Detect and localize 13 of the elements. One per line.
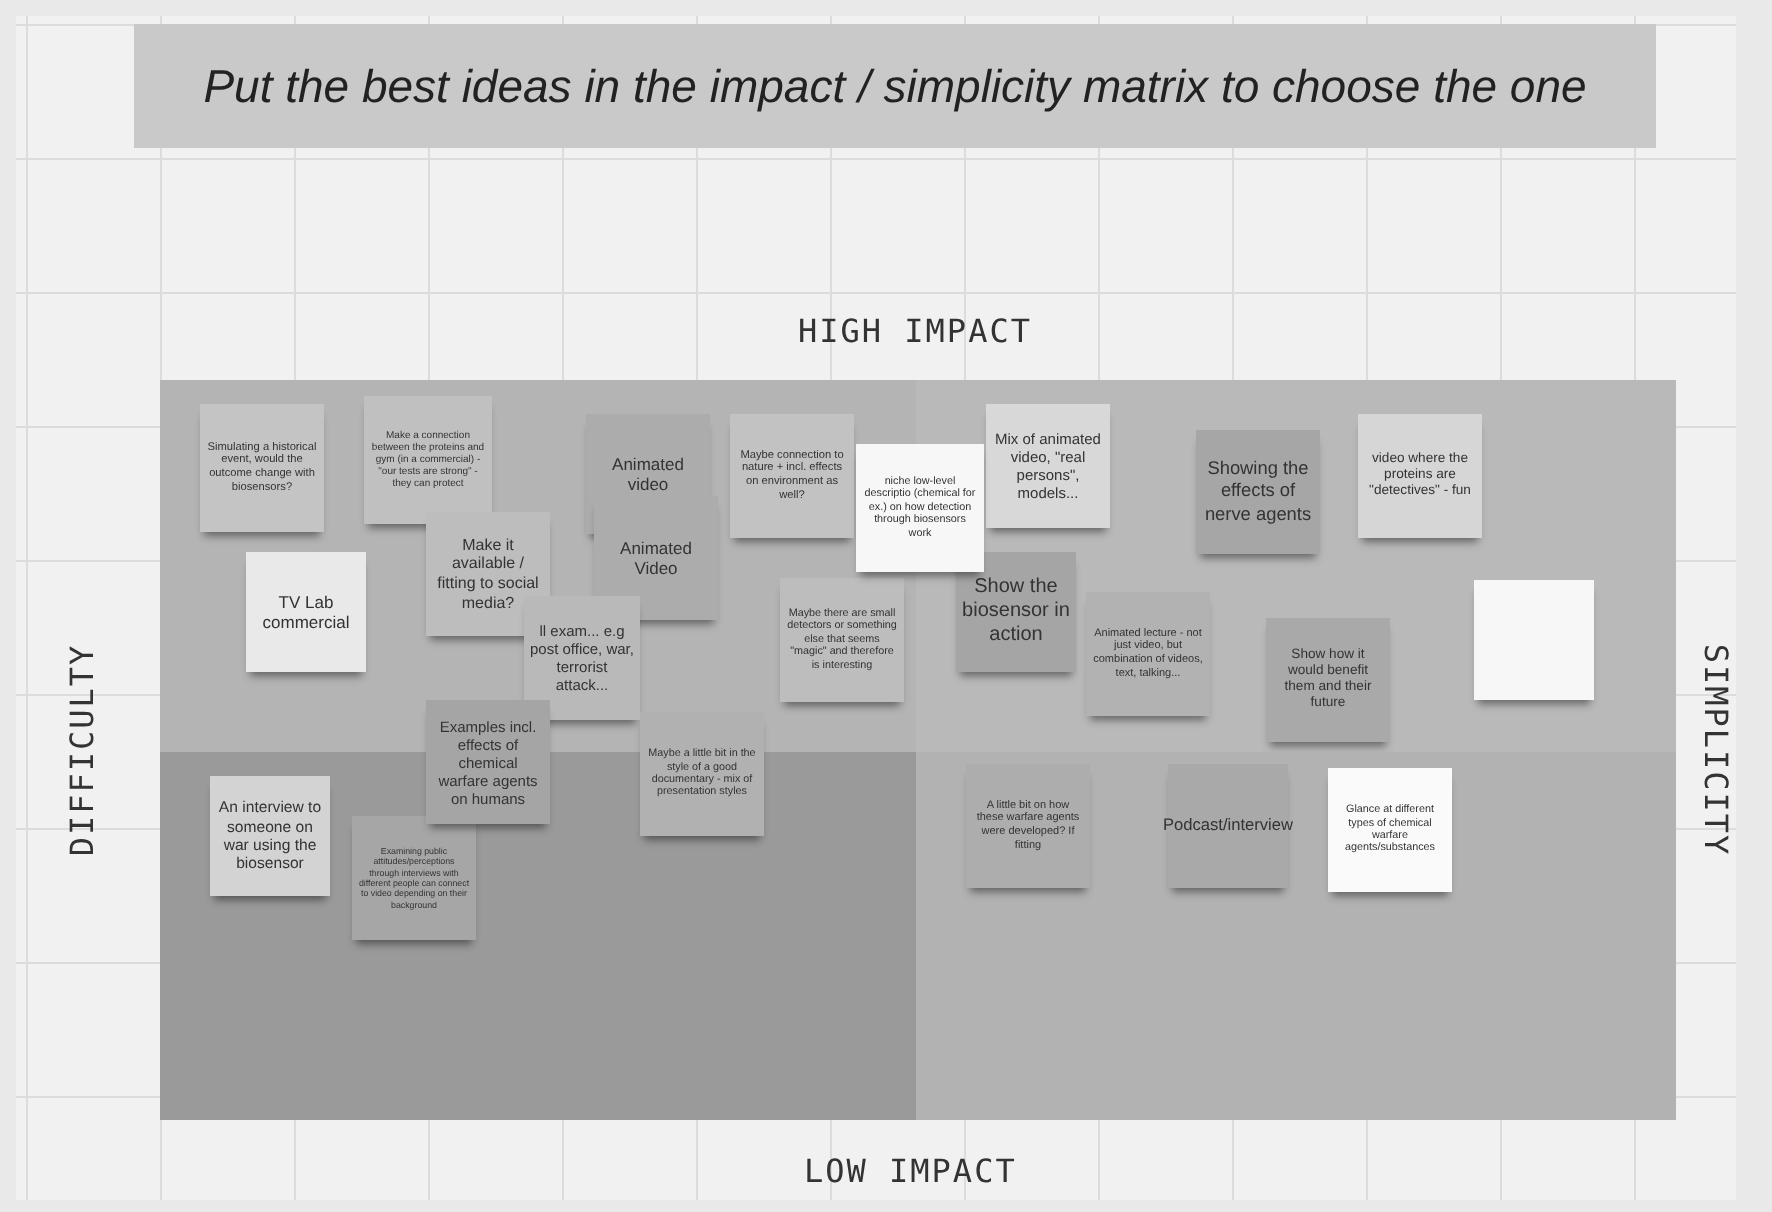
axis-label: LOW IMPACT	[804, 1152, 1017, 1190]
quadrant-area	[916, 752, 1676, 1120]
quadrant-area	[160, 752, 916, 1120]
sticky-note: Show the biosensor in action	[956, 552, 1076, 672]
sticky-note: TV Lab commercial	[246, 552, 366, 672]
axis-label: SIMPLICITY	[1697, 643, 1735, 857]
sticky-note: Animated Video	[594, 496, 718, 620]
sticky-note: Podcast/interview	[1168, 764, 1288, 888]
axis-label: HIGH IMPACT	[798, 312, 1032, 350]
sticky-note: Showing the effects of nerve agents	[1196, 430, 1320, 554]
axis-label: DIFFICULTY	[63, 643, 101, 857]
blank-sticky-note	[1474, 580, 1594, 700]
title-banner: Put the best ideas in the impact / simplicity matrix to choose the one	[134, 24, 1656, 148]
